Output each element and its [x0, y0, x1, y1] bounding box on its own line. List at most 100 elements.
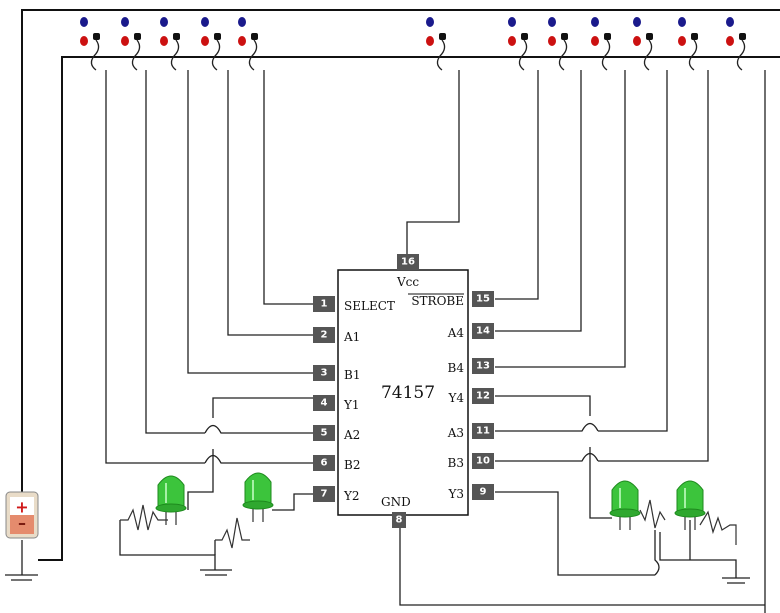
switch-contact-black	[251, 33, 258, 40]
pin-box	[313, 486, 335, 502]
switch-knob-red	[426, 36, 434, 46]
toggle-switch[interactable]	[121, 17, 141, 71]
switch-knob-red	[508, 36, 516, 46]
pin-label: A2	[343, 428, 360, 442]
pin-box	[313, 455, 335, 471]
pin-label: STROBE	[411, 294, 464, 308]
switch-contact-black	[604, 33, 611, 40]
switch-contact-black	[646, 33, 653, 40]
toggle-switch[interactable]	[426, 17, 446, 71]
chip-body	[337, 269, 469, 516]
switch-knob-red	[633, 36, 641, 46]
toggle-switch[interactable]	[633, 17, 653, 71]
switch-lead	[248, 39, 258, 71]
switch-knob-red	[238, 36, 246, 46]
pin-box	[472, 423, 494, 439]
switch-knob-red	[726, 36, 734, 46]
pin-number: 16	[401, 257, 415, 268]
pin-box	[392, 512, 406, 528]
switch-knob-blue	[426, 17, 434, 27]
switch-contact-black	[521, 33, 528, 40]
pin-number: 2	[321, 330, 328, 341]
switch-knob-blue	[121, 17, 129, 27]
switch-knob-red	[548, 36, 556, 46]
switch-knob-red	[678, 36, 686, 46]
wire-hops-left	[187, 397, 313, 511]
pin-label: Y3	[447, 487, 464, 501]
switch-knob-blue	[201, 17, 209, 27]
toggle-switch[interactable]	[591, 17, 611, 71]
switch-lead	[436, 39, 446, 71]
pin-6: 6 B2	[313, 455, 360, 472]
pin-box	[313, 395, 335, 411]
switch-knob-blue	[160, 17, 168, 27]
resistors	[120, 499, 737, 549]
pin-number: 1	[321, 299, 328, 310]
pin-8: 8	[392, 512, 406, 528]
pin-box	[472, 358, 494, 374]
pin-box	[472, 291, 494, 307]
pin-label: SELECT	[344, 299, 395, 313]
toggle-switch[interactable]	[80, 17, 100, 71]
pin-box	[472, 323, 494, 339]
pin-label: A4	[447, 326, 465, 340]
ground-symbol-left	[200, 569, 232, 576]
switch-lead	[518, 39, 528, 71]
pin-box	[472, 453, 494, 469]
pin-number: 6	[321, 458, 328, 469]
led-icon	[242, 472, 274, 522]
led-icon	[674, 480, 706, 530]
ground-symbol-right	[722, 577, 750, 584]
switch-knob-blue	[726, 17, 734, 27]
switch-lead	[643, 39, 653, 71]
switch-contact-black	[561, 33, 568, 40]
wire-hops-right	[399, 395, 765, 606]
switch-knob-blue	[548, 17, 556, 27]
chip-74157: 74157 Vcc GND	[337, 269, 469, 516]
pin-label: B2	[344, 458, 360, 472]
switch-lead	[601, 39, 611, 71]
pin-number: 13	[476, 361, 490, 372]
pin-box	[313, 425, 335, 441]
pin-box	[472, 484, 494, 500]
pin-number: 3	[321, 368, 328, 379]
toggle-switch[interactable]	[678, 17, 698, 71]
toggle-switch[interactable]	[726, 17, 746, 71]
switch-lead	[170, 39, 180, 71]
input-leads	[105, 70, 766, 613]
switch-lead	[131, 39, 141, 71]
battery-minus: –	[18, 514, 26, 533]
pin-label: Y4	[447, 391, 464, 405]
toggle-switch[interactable]	[238, 17, 258, 71]
switch-knob-red	[591, 36, 599, 46]
switch-lead	[211, 39, 221, 71]
switch-knob-blue	[678, 17, 686, 27]
switch-contact-black	[739, 33, 746, 40]
switch-knob-red	[201, 36, 209, 46]
switch-knob-blue	[633, 17, 641, 27]
switch-contact-black	[173, 33, 180, 40]
pin-9: 9 Y3	[447, 484, 494, 501]
toggle-switch[interactable]	[508, 17, 528, 71]
switch-knob-blue	[508, 17, 516, 27]
vcc-label: Vcc	[396, 275, 419, 289]
toggle-switch[interactable]	[201, 17, 221, 71]
pin-number: 11	[476, 426, 490, 437]
switch-knob-red	[160, 36, 168, 46]
pin-box	[313, 296, 335, 312]
battery: + –	[5, 491, 39, 539]
toggle-switch[interactable]	[548, 17, 568, 71]
ground-symbol-battery	[5, 574, 38, 581]
switch-contact-black	[691, 33, 698, 40]
pin-number: 9	[480, 487, 487, 498]
switch-knob-red	[80, 36, 88, 46]
toggle-switch[interactable]	[160, 17, 180, 71]
switch-lead	[736, 39, 746, 71]
